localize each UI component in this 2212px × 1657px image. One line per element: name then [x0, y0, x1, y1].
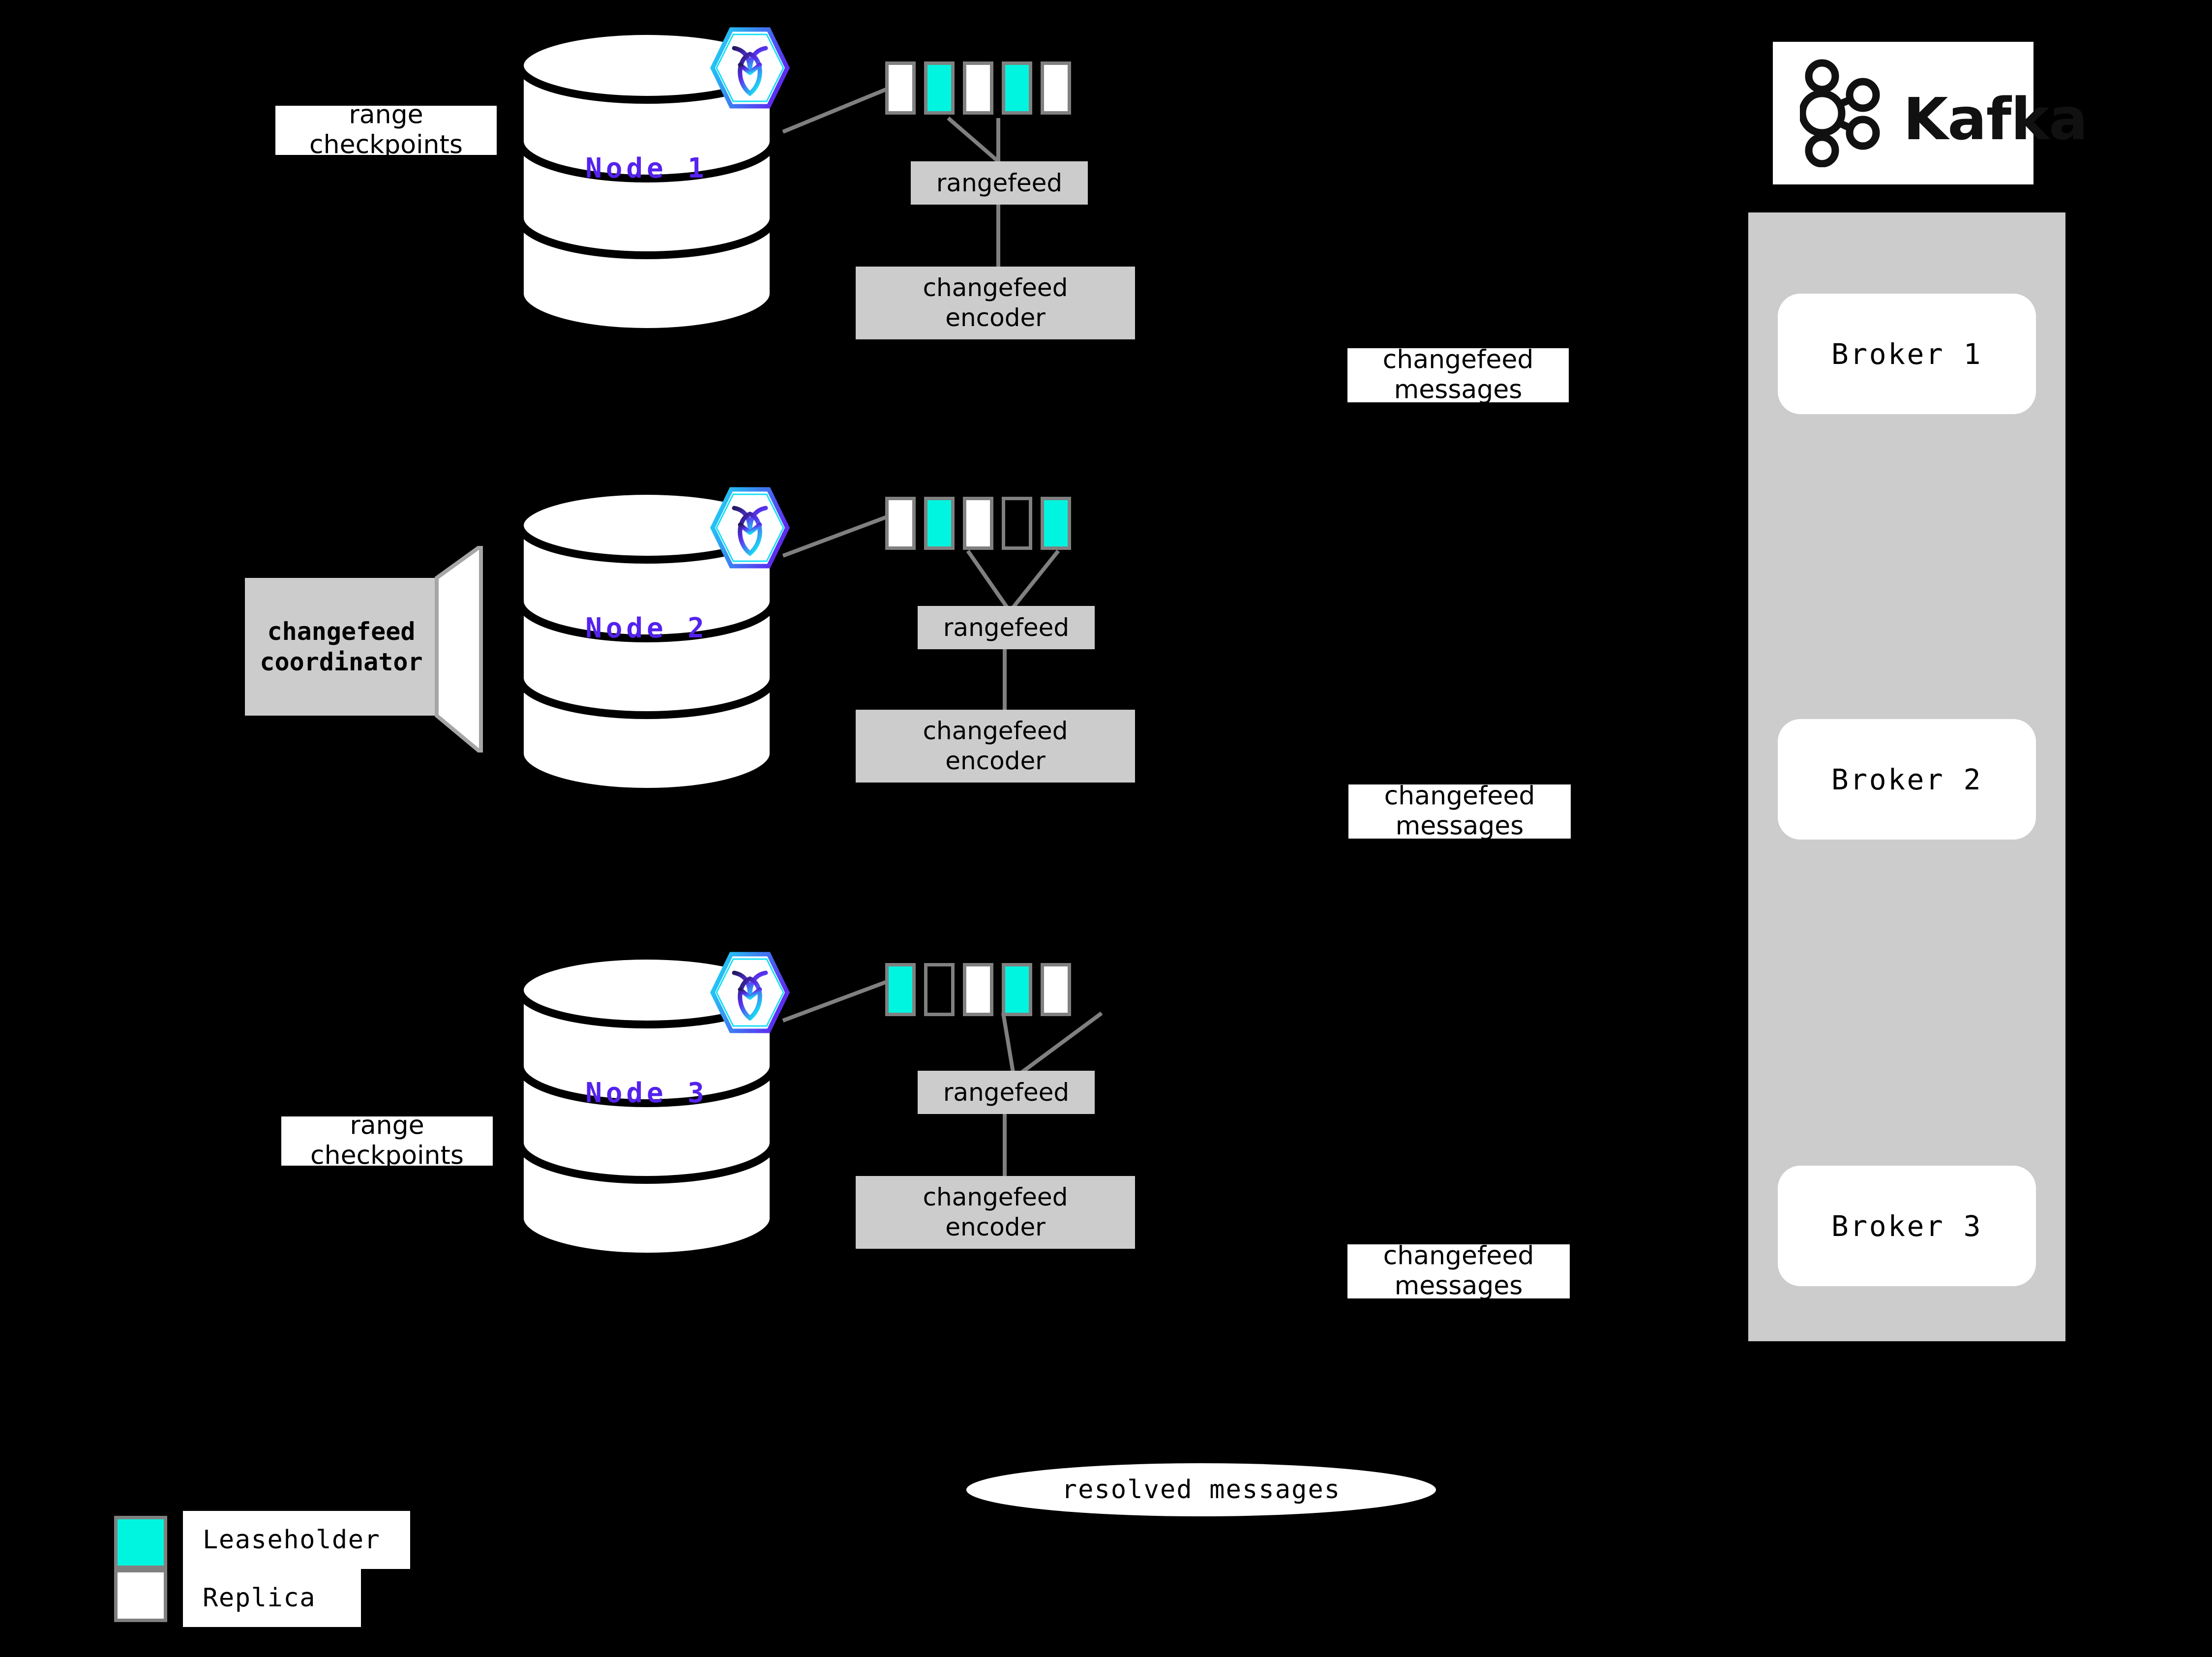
range-box[interactable] [924, 963, 955, 1016]
range-box[interactable] [963, 963, 993, 1016]
range-box[interactable] [1041, 61, 1071, 115]
node-2-label: Node 2 [585, 612, 708, 644]
node-3-range-checkpoints-label: range checkpoints [281, 1111, 493, 1171]
range-box[interactable] [885, 497, 916, 550]
node-1-range-checkpoints-label: range checkpoints [275, 100, 497, 160]
changefeed-coordinator-text: changefeed coordinator [260, 617, 423, 677]
changefeed-coordinator-callout[interactable]: changefeed coordinator [245, 542, 520, 757]
range-box[interactable] [924, 497, 955, 550]
range-box[interactable] [1041, 497, 1071, 550]
node-2-cylinder: Node 2 [514, 487, 779, 792]
broker-1[interactable]: Broker 1 [1778, 294, 2036, 414]
node-1-changefeed-encoder-box[interactable]: changefeed encoder [856, 267, 1135, 339]
legend-label-leaseholder: Leaseholder [183, 1511, 410, 1569]
changefeed-messages-text: changefeed messages [1383, 1241, 1534, 1301]
node-2-rangefeed-box[interactable]: rangefeed [918, 606, 1095, 649]
node-1-range-checkpoints-text: range checkpoints [309, 100, 463, 160]
legend-swatch-leaseholder [114, 1516, 167, 1569]
cockroachdb-hexagon-icon [706, 24, 794, 112]
kafka-logo-card: Kafka [1773, 42, 2088, 184]
range-box[interactable] [1002, 963, 1032, 1016]
legend-swatch-replica [114, 1569, 167, 1622]
range-box[interactable] [963, 61, 993, 115]
broker-2[interactable]: Broker 2 [1778, 719, 2036, 840]
range-box[interactable] [963, 497, 993, 550]
node-3-range-checkpoints-text: range checkpoints [310, 1111, 464, 1171]
broker-3[interactable]: Broker 3 [1778, 1166, 2036, 1286]
node-3-changefeed-encoder-box[interactable]: changefeed encoder [856, 1176, 1135, 1249]
node-2-changefeed-encoder-box[interactable]: changefeed encoder [856, 710, 1135, 783]
node-1-label: Node 1 [585, 152, 708, 184]
node-2-range-row [885, 497, 1071, 550]
node-3-range-row [885, 963, 1071, 1016]
range-box[interactable] [1041, 963, 1071, 1016]
kafka-wordmark: Kafka [1903, 85, 2088, 153]
node-1-rangefeed-box[interactable]: rangefeed [911, 161, 1088, 205]
changefeed-messages-label-2: changefeed messages [1348, 781, 1571, 841]
resolved-messages-pill[interactable]: resolved messages [966, 1463, 1436, 1516]
node-3-rangefeed-box[interactable]: rangefeed [918, 1071, 1095, 1114]
node-3-cylinder: Node 3 [514, 952, 779, 1257]
changefeed-messages-text: changefeed messages [1384, 781, 1535, 841]
range-box[interactable] [924, 61, 955, 115]
changefeed-messages-label-1: changefeed messages [1347, 345, 1569, 405]
legend-label-replica: Replica [183, 1569, 361, 1627]
range-box[interactable] [1002, 497, 1032, 550]
node-3-label: Node 3 [585, 1077, 708, 1109]
range-box[interactable] [1002, 61, 1032, 115]
kafka-node-graph-icon [1798, 59, 1891, 168]
node-1-range-row [885, 61, 1071, 115]
cockroachdb-hexagon-icon [706, 483, 794, 572]
cockroachdb-hexagon-icon [706, 948, 794, 1037]
changefeed-messages-text: changefeed messages [1382, 345, 1534, 405]
range-box[interactable] [885, 963, 916, 1016]
range-box[interactable] [885, 61, 916, 115]
node-1-cylinder: Node 1 [514, 27, 779, 332]
changefeed-messages-label-3: changefeed messages [1347, 1241, 1570, 1301]
kafka-broker-panel: Broker 1 Broker 2 Broker 3 [1748, 212, 2065, 1341]
